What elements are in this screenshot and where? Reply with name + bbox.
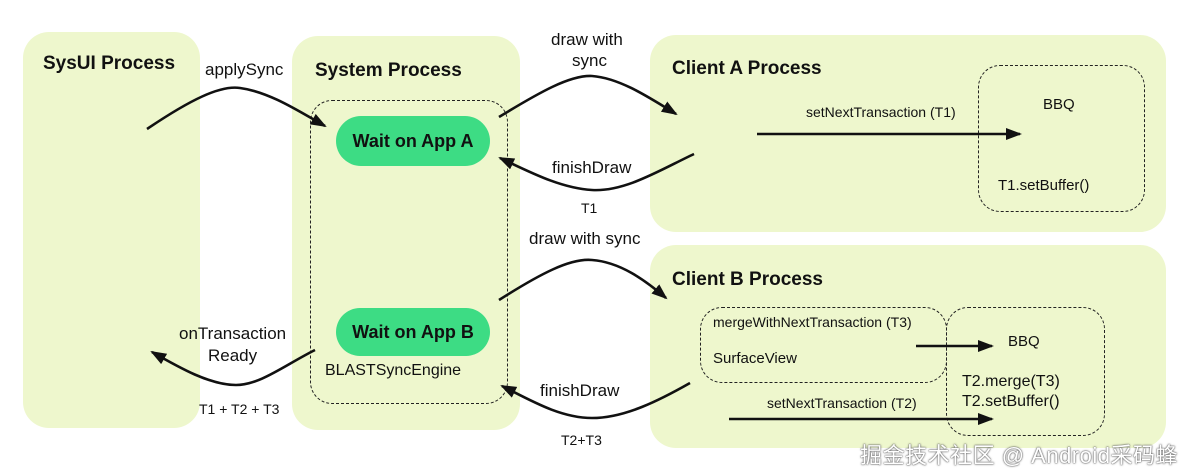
client-a-set-next-transaction-label: setNextTransaction (T1)	[806, 104, 956, 120]
sysui-process-title: SysUI Process	[43, 53, 176, 74]
client-b-process-title: Client B Process	[672, 269, 823, 290]
client-a-bbq-action: T1.setBuffer()	[998, 177, 1090, 194]
apply-sync-label: applySync	[205, 60, 284, 79]
wait-on-app-b-node: Wait on App B	[336, 308, 490, 356]
merge-with-next-transaction-label: mergeWithNextTransaction (T3)	[713, 314, 912, 330]
finish-draw-a-transaction: T1	[581, 200, 598, 216]
draw-with-sync-b-arrow	[498, 258, 668, 302]
client-b-bbq-title: BBQ	[1008, 333, 1040, 350]
on-transaction-ready-label-line1: onTransaction	[179, 324, 287, 343]
on-transaction-ready-arrow	[150, 348, 316, 387]
on-transaction-ready-transaction: T1 + T2 + T3	[199, 401, 280, 417]
finish-draw-b-transaction: T2+T3	[561, 432, 602, 448]
on-transaction-ready-label-line2: Ready	[208, 346, 258, 365]
apply-sync-arrow	[146, 86, 327, 131]
client-b-bbq-merge: T2.merge(T3)	[962, 373, 1060, 390]
client-b-set-next-transaction-label: setNextTransaction (T2)	[767, 395, 917, 411]
finish-draw-b-label: finishDraw	[540, 381, 620, 400]
draw-with-sync-a-label-line2: sync	[572, 51, 607, 70]
finish-draw-b-arrow	[500, 381, 691, 420]
draw-with-sync-a-arrow	[498, 74, 678, 119]
blast-sync-engine-box	[310, 100, 508, 404]
wait-on-app-a-node: Wait on App A	[336, 116, 490, 166]
client-b-bbq-action: T2.setBuffer()	[962, 393, 1060, 410]
finish-draw-a-label: finishDraw	[552, 158, 632, 177]
client-a-process-title: Client A Process	[672, 58, 822, 79]
client-b-process-box	[650, 245, 1166, 448]
client-a-bbq-box	[978, 65, 1145, 212]
system-process-title: System Process	[315, 60, 462, 81]
client-a-bbq-title: BBQ	[1043, 96, 1075, 113]
surfaceview-title: SurfaceView	[713, 350, 797, 367]
client-b-bbq-box	[946, 307, 1105, 436]
draw-with-sync-a-label-line1: draw with	[551, 30, 623, 49]
finish-draw-a-arrow	[498, 152, 695, 192]
blast-sync-engine-label: BLASTSyncEngine	[325, 362, 462, 379]
watermark: 掘金技术社区 @ Android采码蜂	[860, 443, 1178, 468]
draw-with-sync-b-label: draw with sync	[529, 229, 641, 248]
